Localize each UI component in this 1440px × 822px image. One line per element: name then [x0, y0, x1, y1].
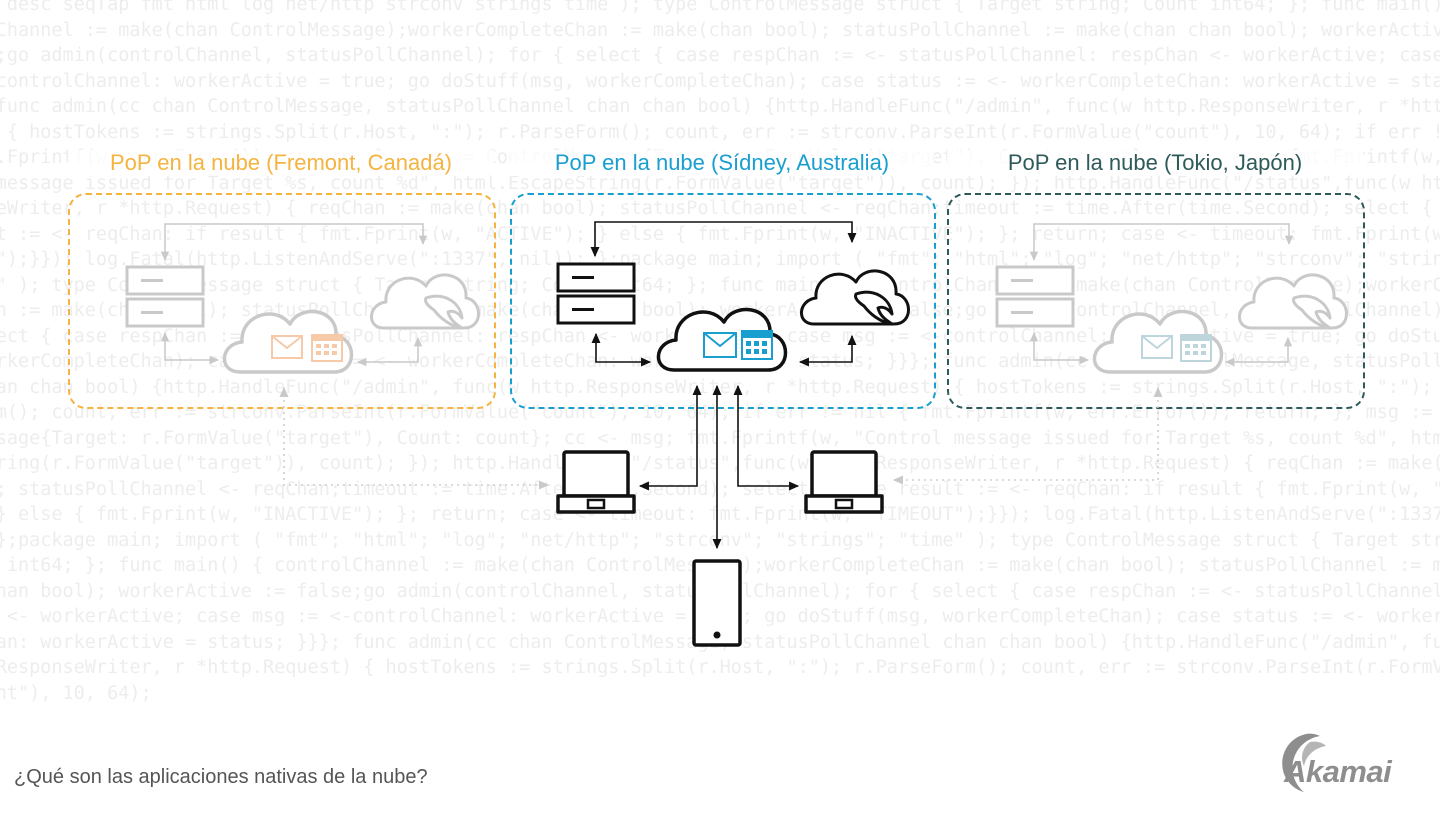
zone-fremont-graphics: [125, 223, 480, 374]
database-cloud-icon: [369, 273, 480, 330]
caption: ¿Qué son las aplicaciones nativas de la …: [14, 766, 428, 789]
email-icon: [271, 335, 303, 359]
database-cloud-icon: [799, 269, 910, 326]
calendar-icon: [741, 330, 773, 360]
zone-box-sydney: [510, 193, 936, 409]
connector-right-laptop: [733, 384, 800, 491]
zone-sydney-graphics: [556, 221, 910, 372]
calendar-icon: [311, 334, 343, 362]
server-icon: [556, 262, 636, 325]
server-icon: [125, 265, 205, 328]
dotted-connector-tokyo: [892, 386, 1163, 485]
laptop-icon: [556, 450, 636, 514]
akamai-logo-swoosh-icon: [1282, 733, 1326, 792]
zone-tokyo-graphics: [995, 223, 1348, 374]
email-icon: [703, 332, 737, 358]
dotted-connector-fremont: [279, 386, 550, 490]
database-cloud-icon: [1237, 273, 1348, 330]
laptop-icon: [804, 450, 884, 514]
connector-left-laptop: [638, 384, 702, 491]
zone-title-tokyo: PoP en la nube (Tokio, Japón): [947, 150, 1363, 176]
phone-icon: [692, 559, 742, 647]
zone-title-fremont: PoP en la nube (Fremont, Canadá): [68, 150, 494, 176]
akamai-logo-text: Akamai: [1284, 754, 1392, 789]
calendar-icon: [1180, 334, 1212, 362]
zone-title-sydney: PoP en la nube (Sídney, Australia): [510, 150, 934, 176]
email-icon: [1141, 335, 1173, 359]
server-icon: [995, 265, 1075, 328]
